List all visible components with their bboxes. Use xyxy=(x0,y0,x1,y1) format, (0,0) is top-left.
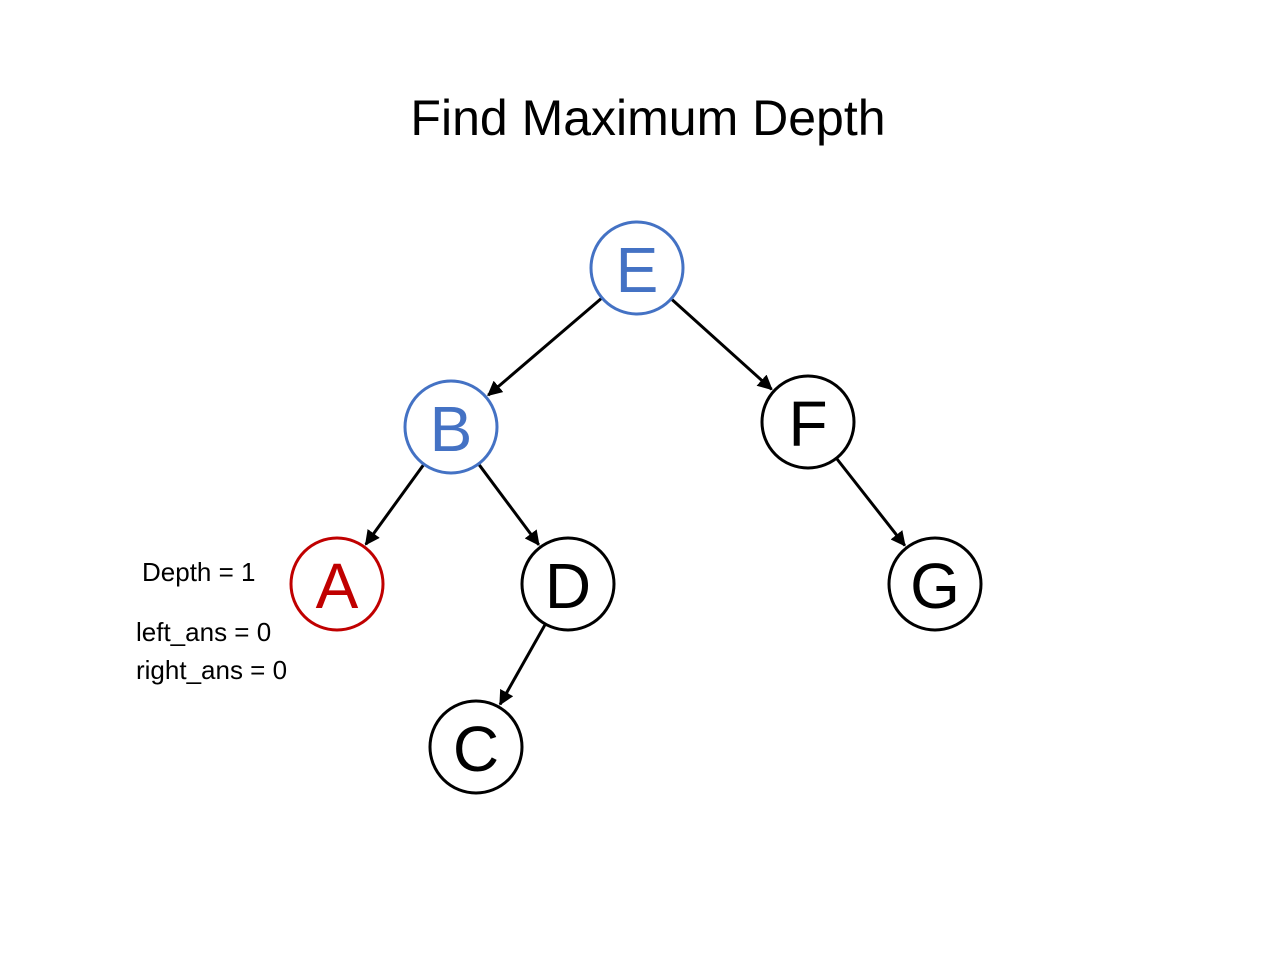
edge-b-a xyxy=(364,464,425,546)
node-label-b: B xyxy=(430,393,473,465)
tree-node-g: G xyxy=(887,536,983,632)
tree-node-d: D xyxy=(520,536,616,632)
node-label-e: E xyxy=(616,234,659,306)
node-label-a: A xyxy=(316,550,359,622)
node-label-f: F xyxy=(788,388,827,460)
node-circle-b xyxy=(403,379,499,475)
tree-node-a: A xyxy=(289,536,385,632)
left-ans-annotation: left_ans = 0 xyxy=(136,617,272,647)
edges-layer xyxy=(364,297,906,706)
node-circle-f xyxy=(760,374,856,470)
node-circle-c xyxy=(428,699,524,795)
depth-annotation: Depth = 1 xyxy=(142,557,256,587)
edge-e-f xyxy=(670,298,773,391)
node-label-g: G xyxy=(910,550,960,622)
node-label-c: C xyxy=(453,713,499,785)
tree-node-e: E xyxy=(589,220,685,316)
edge-e-b xyxy=(487,297,603,397)
page-title: Find Maximum Depth xyxy=(410,90,886,146)
tree-node-c: C xyxy=(428,699,524,795)
node-circle-g xyxy=(887,536,983,632)
node-circle-e xyxy=(589,220,685,316)
edge-d-c xyxy=(498,624,547,706)
tree-node-f: F xyxy=(760,374,856,470)
node-circle-d xyxy=(520,536,616,632)
node-circle-a xyxy=(289,536,385,632)
edge-b-d xyxy=(477,463,540,546)
right-ans-annotation: right_ans = 0 xyxy=(136,655,288,685)
tree-node-b: B xyxy=(403,379,499,475)
edge-f-g xyxy=(835,458,906,547)
nodes-layer: E B F A D G C xyxy=(289,220,983,795)
node-label-d: D xyxy=(545,550,591,622)
